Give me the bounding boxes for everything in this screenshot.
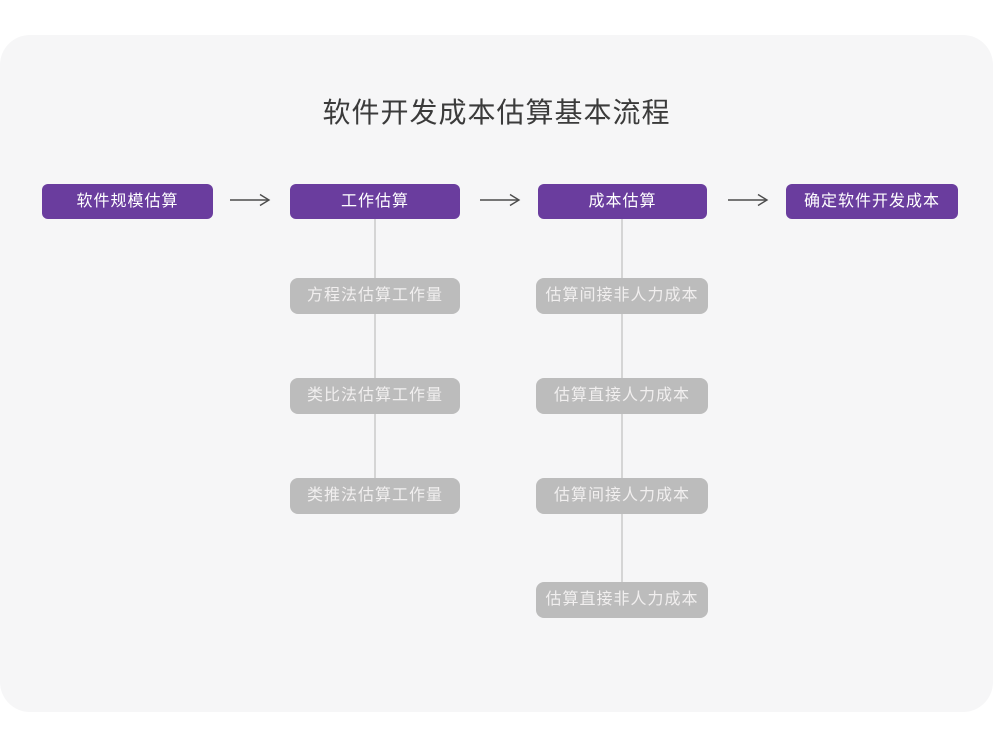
diagram-title: 软件开发成本估算基本流程: [322, 97, 671, 128]
sub-step-indirect-non-labor-cost: 估算间接非人力成本: [536, 278, 708, 314]
sub-step-indirect-labor-cost: 估算间接人力成本: [536, 478, 708, 514]
stage-software-scale-estimation: 软件规模估算: [42, 184, 213, 219]
flow-arrow-icon: [480, 193, 521, 207]
sub-step-direct-non-labor-cost: 估算直接非人力成本: [536, 582, 708, 618]
sub-step-analogy-method-workload: 类比法估算工作量: [290, 378, 460, 414]
diagram-card: 软件开发成本估算基本流程 软件规模估算 工作估算 成本估算 确定软件开发成本 方…: [0, 35, 993, 712]
stage-work-estimation: 工作估算: [290, 184, 460, 219]
flow-arrow-icon: [230, 193, 271, 207]
sub-step-extrapolation-method-workload: 类推法估算工作量: [290, 478, 460, 514]
stage-cost-estimation: 成本估算: [538, 184, 707, 219]
sub-step-direct-labor-cost: 估算直接人力成本: [536, 378, 708, 414]
connector-work-estimation-line: [374, 219, 376, 496]
stage-determine-development-cost: 确定软件开发成本: [786, 184, 958, 219]
flow-arrow-icon: [728, 193, 769, 207]
sub-step-equation-method-workload: 方程法估算工作量: [290, 278, 460, 314]
